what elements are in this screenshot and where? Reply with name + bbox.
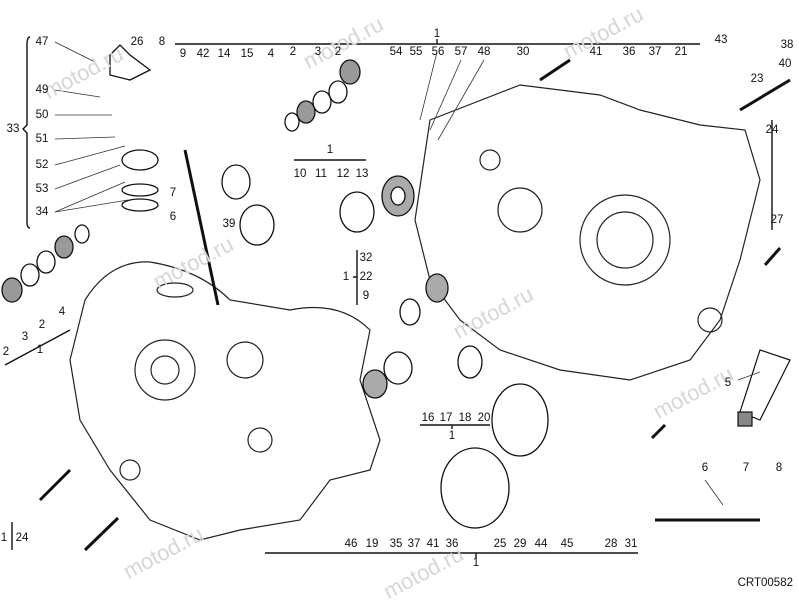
studs <box>38 58 791 552</box>
part-label: 14 <box>217 48 231 60</box>
part-label: 28 <box>604 538 618 550</box>
part-label: 3 <box>314 46 322 58</box>
part-label: 37 <box>648 46 662 58</box>
part-label: 15 <box>240 48 254 60</box>
part-label: 34 <box>35 206 49 218</box>
part-label: 37 <box>407 538 421 550</box>
part-label: 18 <box>458 412 472 424</box>
part-label: 1 <box>0 532 8 544</box>
part-label: 10 <box>293 168 307 180</box>
part-label: 5 <box>724 377 732 389</box>
bottom-bracket <box>265 552 638 558</box>
part-label: 55 <box>409 46 423 58</box>
part-label: 56 <box>431 46 445 58</box>
part-label: 25 <box>493 538 507 550</box>
part-label: 19 <box>365 538 379 550</box>
bracket-33 <box>22 36 31 229</box>
part-label: 1 <box>36 344 44 356</box>
left-crankcase <box>69 261 381 541</box>
part-label: 2 <box>289 46 297 58</box>
part-label: 54 <box>389 46 403 58</box>
part-label: 39 <box>222 218 236 230</box>
part-label: 20 <box>477 412 491 424</box>
part-label: 6 <box>701 462 709 474</box>
part-label: 57 <box>454 46 468 58</box>
bracket-16-20 <box>420 424 490 429</box>
part-label: 33 <box>6 123 20 135</box>
part-label: 13 <box>355 168 369 180</box>
part-label: 1 <box>448 430 456 442</box>
top-bracket <box>175 39 700 45</box>
part-label: 1 <box>433 28 441 40</box>
part-label: 36 <box>622 46 636 58</box>
bracket-32-9 <box>353 250 358 305</box>
part-label: 29 <box>513 538 527 550</box>
part-label: 8 <box>775 462 783 474</box>
part-label: 42 <box>196 48 210 60</box>
part-label: 4 <box>58 306 66 318</box>
part-label: 41 <box>589 46 603 58</box>
part-label: 41 <box>426 538 440 550</box>
part-label: 48 <box>477 46 491 58</box>
part-label: 2 <box>2 346 10 358</box>
part-label: 21 <box>674 46 688 58</box>
part-label: 31 <box>624 538 638 550</box>
part-label: 8 <box>158 36 166 48</box>
part-label: 32 <box>359 252 373 264</box>
part-label: 49 <box>35 84 49 96</box>
part-label: 47 <box>35 36 49 48</box>
part-label: 40 <box>778 58 792 70</box>
part-label: 9 <box>179 48 187 60</box>
part-label: 24 <box>15 532 29 544</box>
part-label: 4 <box>267 48 275 60</box>
part-label: 51 <box>35 133 49 145</box>
part-label: 50 <box>35 109 49 121</box>
part-label: 24 <box>765 124 779 136</box>
part-label: 16 <box>421 412 435 424</box>
leader-lines <box>54 41 761 506</box>
bracket-left-seals <box>4 329 71 366</box>
part-label: 43 <box>714 34 728 46</box>
part-label: 6 <box>169 211 177 223</box>
part-label: 17 <box>439 412 453 424</box>
part-label: 1 <box>472 557 480 569</box>
part-label: 12 <box>336 168 350 180</box>
part-label: 35 <box>389 538 403 550</box>
part-label: 44 <box>534 538 548 550</box>
part-label: 7 <box>742 462 750 474</box>
part-label: 11 <box>315 168 327 180</box>
part-label: 2 <box>334 46 342 58</box>
part-label: 3 <box>21 331 29 343</box>
part-label: 22 <box>359 271 373 283</box>
part-label: 53 <box>35 183 49 195</box>
part-label: 36 <box>445 538 459 550</box>
part-label: 7 <box>169 187 177 199</box>
part-label: 38 <box>780 39 794 51</box>
part-label: 23 <box>750 73 764 85</box>
part-label: 26 <box>130 36 144 48</box>
part-label: 30 <box>516 46 530 58</box>
bearings <box>1 44 549 529</box>
part-label: 27 <box>770 214 784 226</box>
sealant-tube-icon <box>737 349 791 427</box>
part-label: 46 <box>344 538 358 550</box>
part-label: 9 <box>362 290 370 302</box>
part-label: 52 <box>35 159 49 171</box>
part-label: 2 <box>38 319 46 331</box>
right-crankcase <box>414 84 761 381</box>
diagram-code: CRT00582 <box>737 577 793 589</box>
part-label: 45 <box>560 538 574 550</box>
part-label: 1 <box>342 271 350 283</box>
part-label: 1 <box>326 144 334 156</box>
